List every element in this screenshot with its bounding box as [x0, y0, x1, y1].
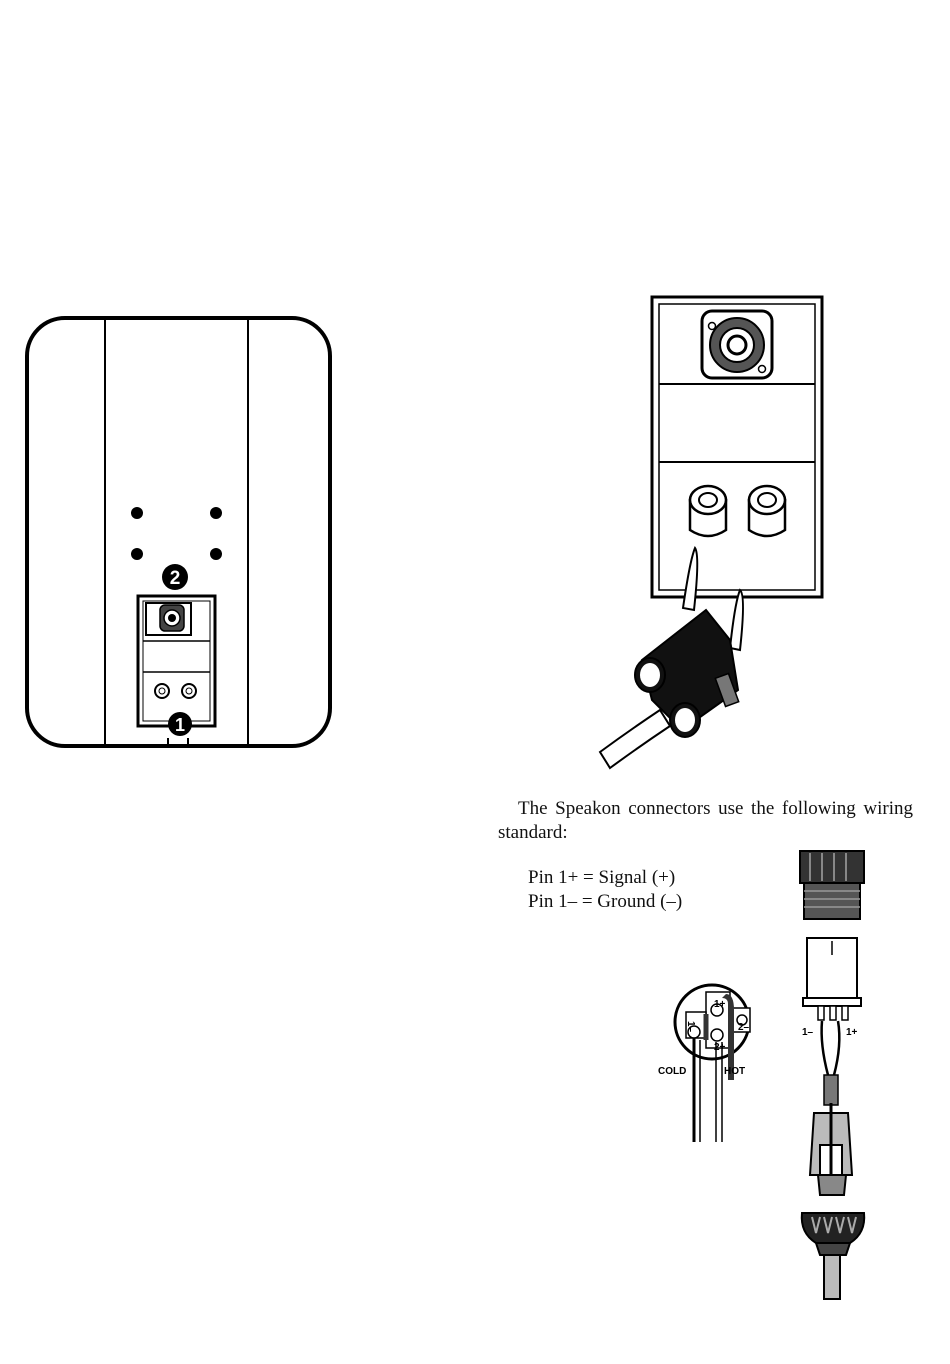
cold-label: COLD: [658, 1066, 686, 1077]
plug-strain-relief: [810, 1103, 852, 1195]
mounting-hole: [131, 507, 143, 519]
callout-1-label: 1: [175, 715, 185, 735]
pin-label-2-minus: 2–: [738, 1022, 750, 1033]
plug-boot: [802, 1213, 864, 1255]
plug-locking-ring: [800, 851, 864, 919]
speakon-socket: [702, 311, 772, 378]
hot-label: HOT: [724, 1066, 745, 1077]
plug-label-1-plus: 1+: [846, 1027, 858, 1038]
pin-1-plus-line: Pin 1+ = Signal (+): [528, 866, 682, 890]
connector-plate: [138, 596, 215, 726]
binding-post-left: [690, 486, 726, 536]
speaker-rear-view-figure: 2 1: [20, 310, 340, 755]
callout-2-badge: 2: [162, 564, 188, 590]
pin-assignment-list: Pin 1+ = Signal (+) Pin 1– = Ground (–): [528, 866, 682, 914]
plug-label-1-minus: 1–: [802, 1027, 814, 1038]
plug-cable: [824, 1255, 840, 1299]
speakon-plug-exploded-figure: 1– 1+: [790, 845, 880, 1305]
mounting-hole: [131, 548, 143, 560]
wiring-intro-text: The Speakon connectors use the following…: [498, 798, 913, 843]
mounting-hole: [210, 548, 222, 560]
mounting-hole: [210, 507, 222, 519]
pin-label-1-minus: 1–: [685, 1021, 696, 1033]
plug-insert: [803, 938, 861, 1020]
pinout-diagram-figure: 1+ 1– 2+ 2– COLD HOT: [650, 980, 765, 1150]
pin-1-minus-line: Pin 1– = Ground (–): [528, 890, 682, 914]
wiring-intro-paragraph: The Speakon connectors use the following…: [498, 797, 913, 845]
binding-post-right: [749, 486, 785, 536]
connector-panel-figure: [590, 290, 830, 780]
callout-2-label: 2: [170, 568, 181, 589]
pin-label-1-plus: 1+: [714, 999, 726, 1010]
